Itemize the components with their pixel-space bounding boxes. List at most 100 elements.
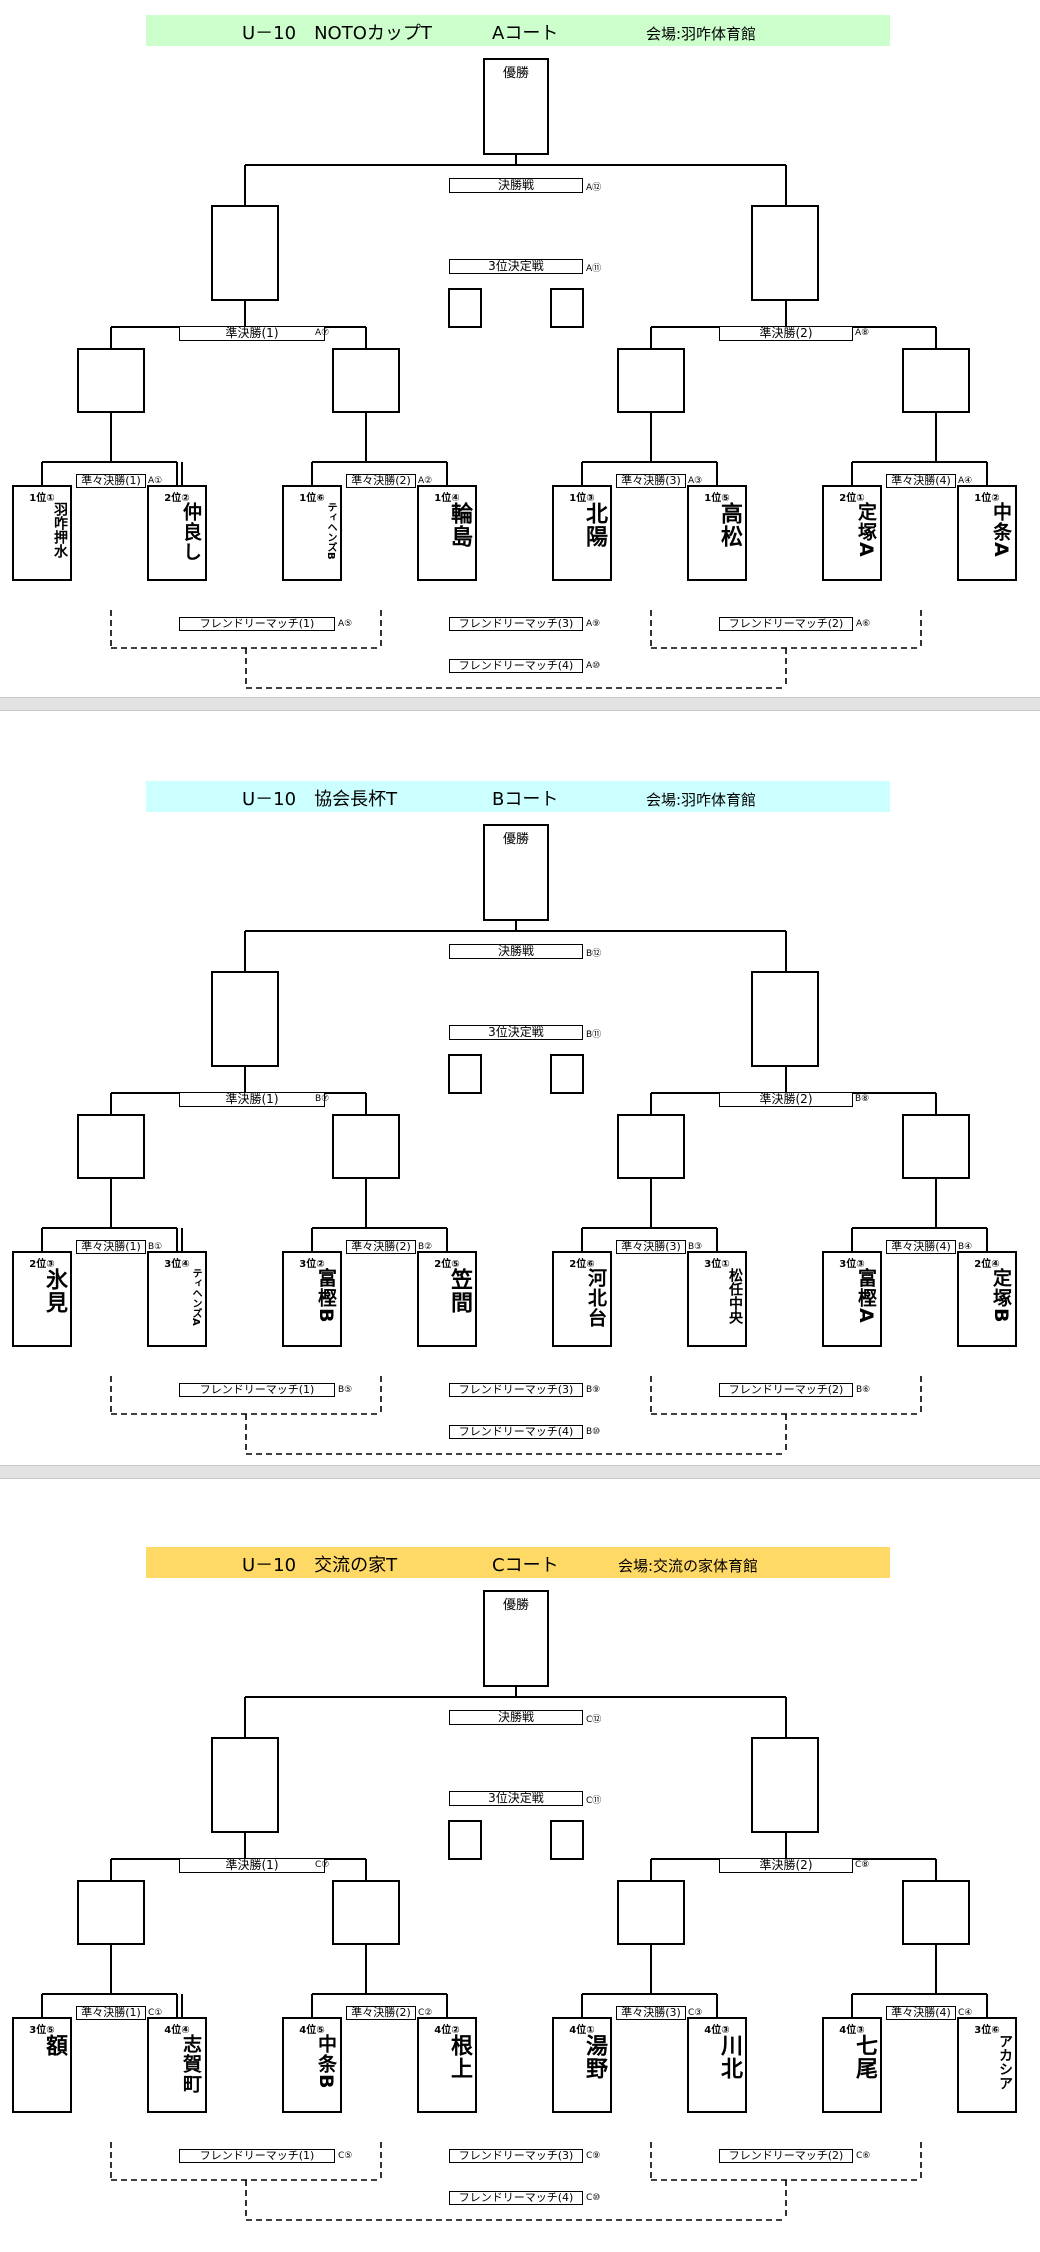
friendly-match-label: フレンドリーマッチ(1) (179, 617, 335, 631)
semifinalist-box (332, 1880, 400, 1945)
team-seed: 1位② (974, 493, 1000, 504)
team-seed: 4位④ (164, 2025, 190, 2036)
semifinalist-box (77, 1880, 145, 1945)
team-name: 湯野 (554, 2034, 610, 2080)
match-code: B⑧ (855, 1094, 870, 1104)
court-name: Bコート (492, 789, 559, 810)
match-code: C⑩ (586, 2193, 601, 2203)
winner-label: 優勝 (502, 832, 529, 847)
team-name-text: 笠間 (447, 1268, 472, 1314)
team-name: 定塚B (959, 1268, 1015, 1323)
team-name: 富樫A (824, 1268, 880, 1324)
semifinalist-box (902, 348, 970, 413)
winner-box: 優勝 (483, 58, 549, 155)
friendly-match-label: フレンドリーマッチ(4) (449, 1425, 583, 1439)
team-seed: 2位③ (29, 1259, 55, 1270)
match-code: B⑤ (338, 1385, 353, 1395)
final-label: 決勝戦 (449, 178, 583, 193)
match-code: B⑪ (586, 1030, 602, 1040)
final-label: 決勝戦 (449, 1710, 583, 1725)
quarterfinal-label: 準々決勝(3) (616, 474, 686, 488)
finalist-box (211, 205, 279, 301)
team-name: 額 (14, 2034, 70, 2057)
team-name-text: 額 (42, 2034, 67, 2057)
third-place-box (550, 1054, 584, 1094)
team-name-text: 輪島 (447, 502, 472, 548)
court-title: U－10 協会長杯T (242, 789, 398, 810)
team-seed: 4位⑤ (299, 2025, 325, 2036)
team-seed: 3位① (704, 1259, 730, 1270)
match-code: A② (418, 476, 433, 486)
team-name-text: 川北 (717, 2034, 742, 2080)
match-code: A③ (688, 476, 703, 486)
team-seed: 3位④ (164, 1259, 190, 1270)
team-name-text: 高松 (717, 502, 742, 548)
third-place-box (550, 288, 584, 328)
quarterfinal-label: 準々決勝(1) (76, 1240, 146, 1254)
third-place-label: 3位決定戦 (449, 1791, 583, 1806)
finalist-box (751, 971, 819, 1067)
match-code: B⑥ (856, 1385, 871, 1395)
court-name: Aコート (492, 23, 559, 44)
team-seed: 3位⑥ (974, 2025, 1000, 2036)
friendly-match-label: フレンドリーマッチ(2) (719, 2149, 853, 2163)
match-code: B⑦ (315, 1094, 330, 1104)
team-seed: 3位② (299, 1259, 325, 1270)
match-code: B① (148, 1242, 163, 1252)
match-code: C⑤ (338, 2151, 353, 2161)
team-seed: 1位③ (569, 493, 595, 504)
semifinal-label: 準決勝(2) (719, 326, 853, 341)
team-seed: 3位⑤ (29, 2025, 55, 2036)
team-name-text: 根上 (447, 2034, 472, 2080)
team-name: 川北 (689, 2034, 745, 2080)
team-name-text: 羽咋押水 (52, 502, 68, 558)
semifinalist-box (902, 1880, 970, 1945)
friendly-match-label: フレンドリーマッチ(4) (449, 2191, 583, 2205)
match-code: B② (418, 1242, 433, 1252)
match-code: B⑩ (586, 1427, 601, 1437)
match-code: C⑥ (856, 2151, 871, 2161)
team-name-text: 松任中央 (727, 1268, 743, 1324)
team-name-text: 氷見 (42, 1268, 67, 1314)
court-title: U－10 交流の家T (242, 1555, 398, 1576)
friendly-match-label: フレンドリーマッチ(1) (179, 2149, 335, 2163)
bracket-lines (41, 921, 988, 1455)
court-name: Cコート (492, 1555, 559, 1576)
team-name-text: アカシア (997, 2034, 1013, 2090)
team-name: 高松 (689, 502, 745, 548)
team-name: ティヘンズA (149, 1268, 205, 1326)
quarterfinal-label: 準々決勝(4) (886, 2006, 956, 2020)
court-venue: 会場:羽咋体育館 (646, 25, 757, 43)
team-name: 松任中央 (689, 1268, 745, 1324)
team-name-text: 中条B (315, 2034, 337, 2090)
friendly-match-label: フレンドリーマッチ(3) (449, 2149, 583, 2163)
team-name: 輪島 (419, 502, 475, 548)
team-name: 仲良し (149, 502, 205, 562)
team-name-text: 七尾 (852, 2034, 877, 2080)
semifinalist-box (77, 348, 145, 413)
match-code: B⑫ (586, 949, 602, 959)
quarterfinal-label: 準々決勝(2) (346, 2006, 416, 2020)
friendly-match-label: フレンドリーマッチ(2) (719, 1383, 853, 1397)
team-seed: 3位③ (839, 1259, 865, 1270)
team-name-text: 富樫B (315, 1268, 337, 1324)
winner-label: 優勝 (502, 1598, 529, 1613)
team-name: 中条A (959, 502, 1015, 558)
third-place-label: 3位決定戦 (449, 259, 583, 274)
match-code: C⑪ (586, 1796, 602, 1806)
third-place-box (448, 1820, 482, 1860)
match-code: C③ (688, 2008, 703, 2018)
